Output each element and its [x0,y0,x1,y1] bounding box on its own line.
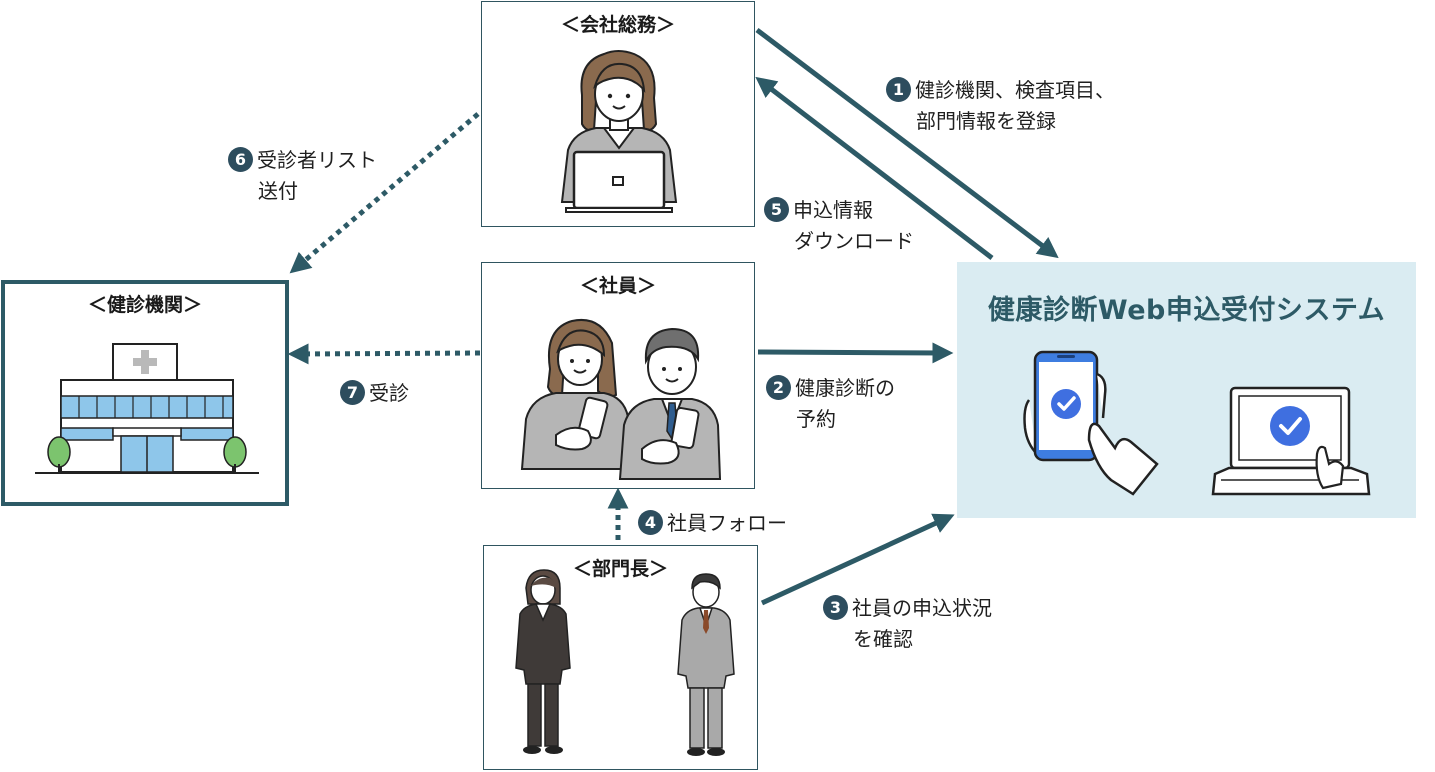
step-7-badge: 7 [340,380,365,405]
step-4-badge: 4 [638,510,663,535]
general-affairs-box: ＜会社総務＞ [481,1,755,227]
arrow-step-3 [760,513,955,606]
step-3-badge: 3 [823,595,848,620]
managers-icon [515,569,735,756]
step-1-badge: 1 [886,77,911,102]
step-2-text-line-2: 予約 [796,407,836,431]
hospital-icon [35,343,259,474]
managers-title: ＜部門長＞ [572,558,668,580]
arrow-step-1 [755,28,1059,259]
step-2-text-line-1: 健康診断の [795,376,895,400]
step-6-text-line-1: 受診者リスト [257,148,377,172]
step-1-text-line-2: 部門情報を登録 [916,109,1056,133]
step-6-badge: 6 [228,147,253,172]
arrow-step-5 [755,76,994,260]
step-2-badge: 2 [766,375,791,400]
arrow-step-2 [757,342,954,364]
step-7-text-line-1: 受診 [369,381,409,405]
employees-phone-icon [520,319,722,480]
step-4-text-line-1: 社員フォロー [667,511,787,535]
laptop-check-icon [1211,386,1371,496]
step-3-text-line-1: 社員の申込状況 [852,596,992,620]
clinic-title: ＜健診機関＞ [87,294,202,316]
step-5-badge: 5 [764,197,789,222]
general-affairs-title: ＜会社総務＞ [560,14,675,36]
arrow-step-7 [287,343,481,365]
employees-title: ＜社員＞ [579,275,656,297]
clinic-box: ＜健診機関＞ [1,280,289,506]
system-title: 健康診断Web申込受付システム [987,295,1386,326]
step-5-text-line-1: 申込情報 [793,198,873,222]
employees-box: ＜社員＞ [481,262,755,489]
system-panel: 健康診断Web申込受付システム [957,262,1416,518]
step-3-text-line-2: を確認 [853,627,913,651]
woman-laptop-icon [560,50,678,213]
step-1-text-line-1: 健診機関、検査項目、 [915,78,1115,102]
managers-box: ＜部門長＞ [483,545,758,770]
step-6-text-line-2: 送付 [258,179,298,203]
step-5-text-line-2: ダウンロード [794,229,914,253]
smartphone-check-icon [1023,350,1159,496]
